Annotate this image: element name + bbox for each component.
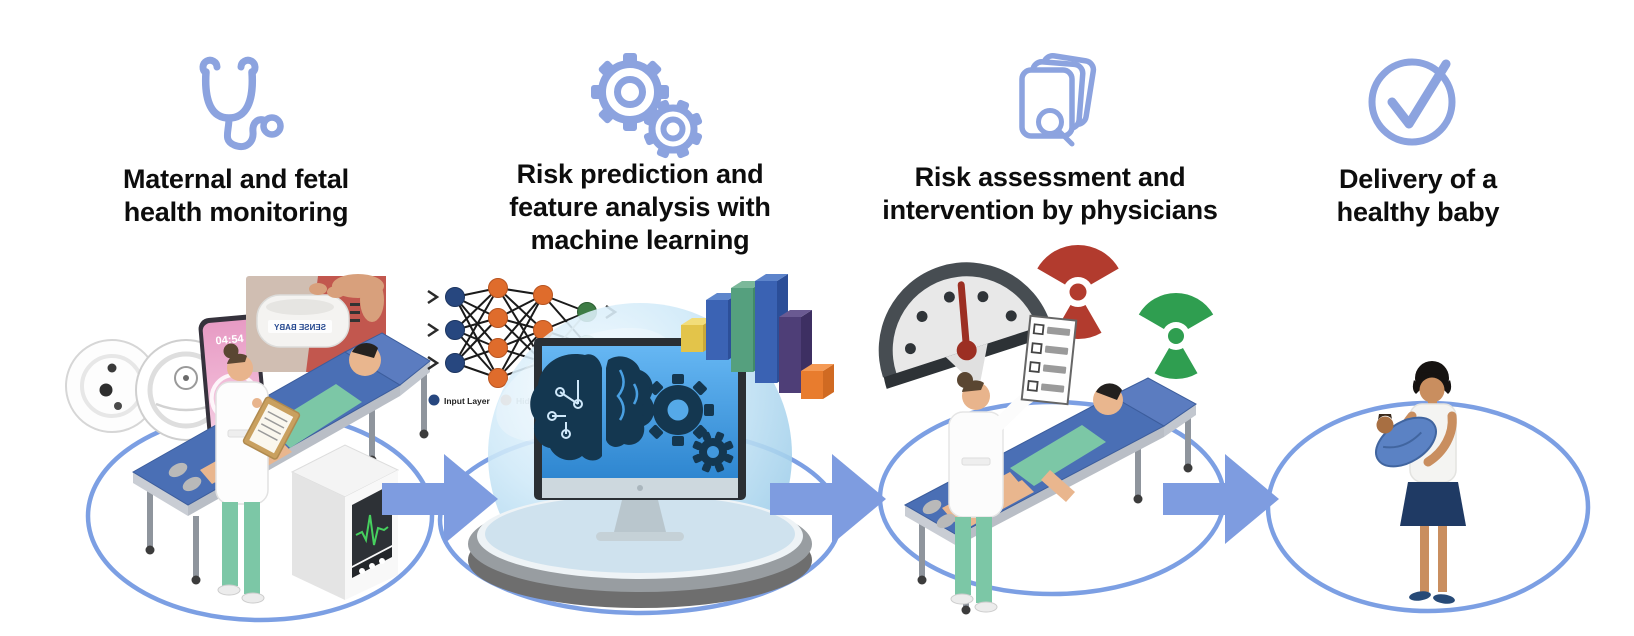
flow-arrow-1 bbox=[382, 454, 498, 544]
input-layer-nodes bbox=[445, 287, 465, 373]
legend-input-dot bbox=[428, 394, 440, 406]
stage-4-title-line-2: healthy baby bbox=[1336, 196, 1500, 227]
gears-icon bbox=[591, 53, 703, 159]
stage-1-title-line-1: Maternal and fetal bbox=[123, 164, 349, 194]
stage-3-title-line-1: Risk assessment and bbox=[914, 162, 1186, 192]
hidden-layer-nodes bbox=[488, 278, 553, 388]
brain-circuit bbox=[547, 380, 583, 439]
stage-2-title-line-3: machine learning bbox=[530, 224, 750, 255]
fetal-monitor-devices bbox=[65, 339, 237, 441]
stage-3-illustration bbox=[878, 245, 1214, 615]
stage-2-title: Risk prediction and feature analysis wit… bbox=[470, 158, 810, 257]
stage-4-title-line-1: Delivery of a bbox=[1339, 164, 1497, 194]
brain-icon bbox=[530, 354, 655, 461]
flow-arrow-2 bbox=[770, 454, 886, 544]
stage-4-title: Delivery of a healthy baby bbox=[1248, 163, 1588, 229]
ai-monitor bbox=[530, 338, 746, 541]
radiation-icon-green bbox=[1138, 293, 1214, 379]
legend-input-label: Input Layer bbox=[444, 396, 491, 406]
stage-2-title-line-1: Risk prediction and bbox=[516, 159, 764, 189]
check-circle-icon bbox=[1368, 58, 1456, 146]
stethoscope-icon bbox=[199, 56, 284, 150]
vitals-monitor bbox=[290, 444, 400, 600]
platform bbox=[468, 493, 812, 608]
stage-1-illustration: 04:54 134 SENSE BABY bbox=[65, 274, 431, 604]
radiation-icon-red bbox=[1037, 245, 1119, 339]
doctor bbox=[215, 343, 301, 604]
doctor bbox=[948, 372, 1040, 613]
stage-3-title-line-2: intervention by physicians bbox=[882, 194, 1218, 225]
device-photo: SENSE BABY bbox=[246, 274, 386, 372]
screen-gear-small bbox=[692, 431, 734, 473]
stage-3-title: Risk assessment and intervention by phys… bbox=[850, 161, 1250, 227]
stage-4-illustration bbox=[1375, 361, 1466, 604]
stage-1-title: Maternal and fetal health monitoring bbox=[66, 163, 406, 229]
flow-arrow-3 bbox=[1163, 454, 1279, 544]
phone-time: 04:54 bbox=[215, 333, 245, 347]
device-brand-label: SENSE BABY bbox=[273, 323, 326, 332]
checklist bbox=[1020, 314, 1078, 406]
flow-chevrons bbox=[427, 289, 618, 371]
bar-orange bbox=[801, 364, 834, 399]
stage-2-title-line-2: feature analysis with bbox=[509, 191, 771, 222]
stage-1-title-line-2: health monitoring bbox=[123, 196, 349, 227]
mother-figure bbox=[1375, 361, 1466, 604]
bar-chart-3d bbox=[681, 274, 834, 399]
risk-gauge bbox=[878, 262, 1055, 389]
documents-search-icon bbox=[1019, 53, 1097, 147]
stage-2-illustration: Input Layer Hidden Layer bbox=[427, 274, 834, 608]
